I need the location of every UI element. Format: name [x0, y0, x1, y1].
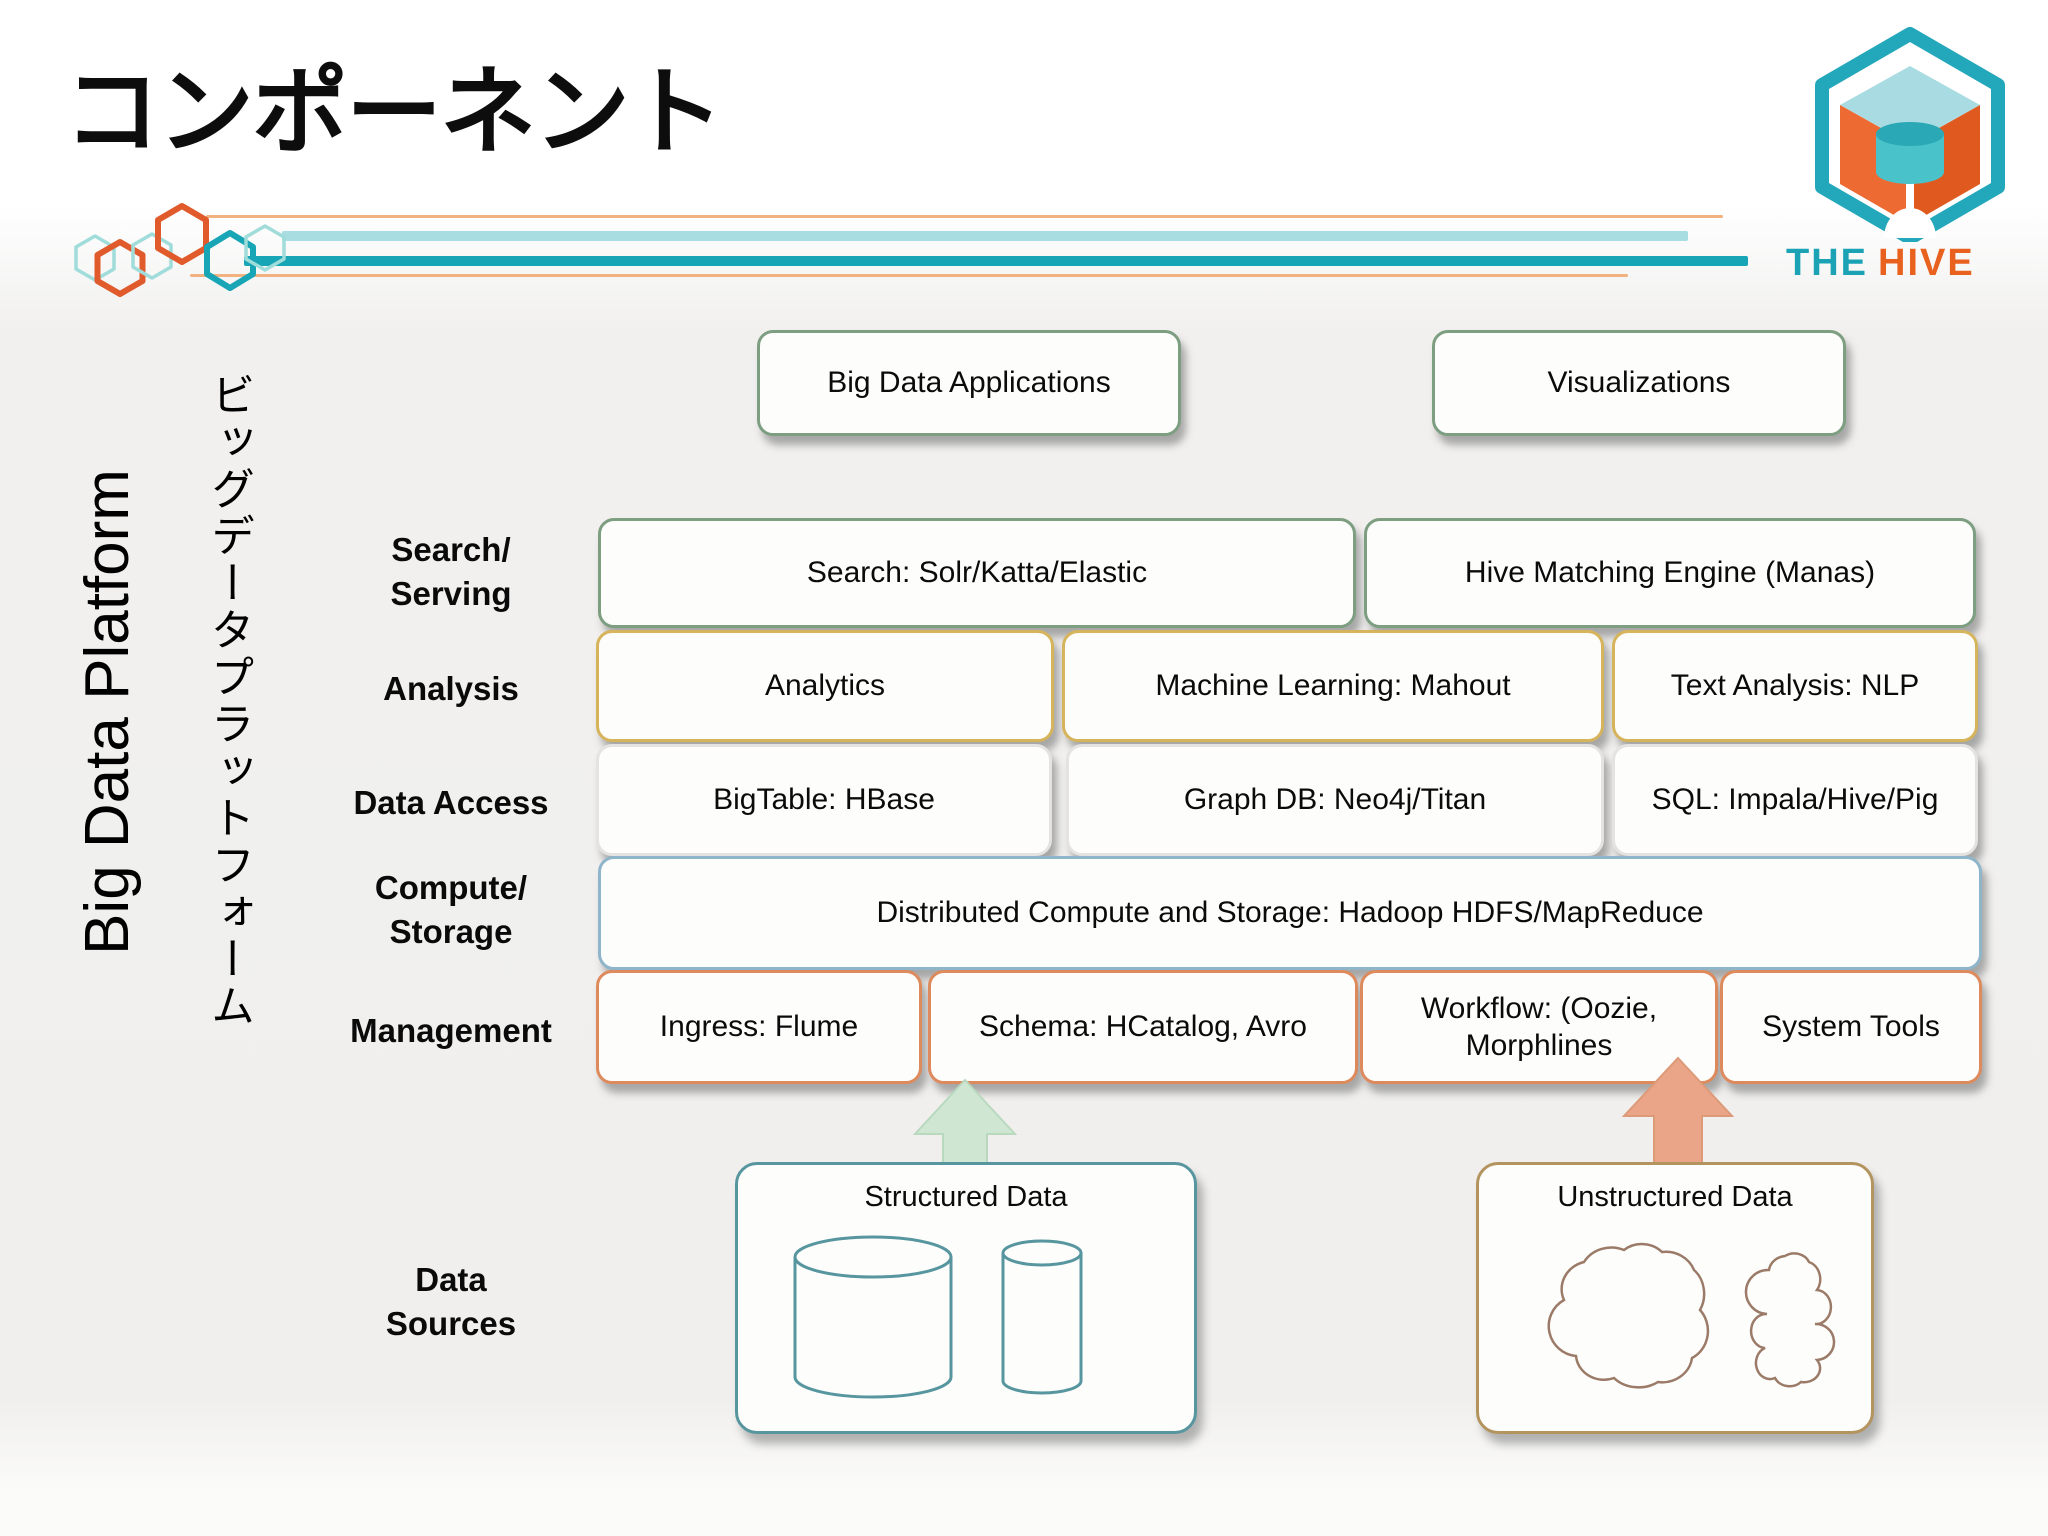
box-hive-matching-engine: Hive Matching Engine (Manas): [1364, 518, 1976, 628]
box-system-tools: System Tools: [1720, 970, 1982, 1084]
side-label-big-data-platform: Big Data Platform: [73, 469, 142, 955]
box-sql: SQL: Impala/Hive/Pig: [1612, 744, 1978, 856]
decor-line-orange-top: [206, 215, 1723, 218]
row-label-data-access: Data Access: [353, 784, 549, 821]
row-label-data-sources: Data Sources: [385, 1261, 517, 1342]
box-visualizations: Visualizations: [1432, 330, 1846, 436]
box-bigtable-hbase: BigTable: HBase: [596, 744, 1052, 856]
row-label-analysis: Analysis: [383, 670, 519, 707]
brand-hive: HIVE: [1878, 242, 1975, 284]
box-text-analysis: Text Analysis: NLP: [1612, 630, 1978, 742]
side-label-japanese: ビッグデータプラットフォーム: [204, 372, 253, 1030]
up-arrow-structured-icon: [912, 1078, 1018, 1173]
the-hive-logo-icon: [1815, 27, 2005, 242]
slide-title: コンポーネント: [64, 59, 724, 166]
box-search-solr: Search: Solr/Katta/Elastic: [598, 518, 1356, 628]
decor-line-lightteal: [282, 231, 1688, 241]
box-graph-db: Graph DB: Neo4j/Titan: [1066, 744, 1604, 856]
hexagon-decoration-icon: [74, 203, 286, 297]
box-big-data-applications: Big Data Applications: [757, 330, 1181, 436]
clouds-icon: [1547, 1242, 1836, 1389]
decor-line-teal: [244, 256, 1748, 266]
box-ingress-flume: Ingress: Flume: [596, 970, 922, 1084]
box-machine-learning: Machine Learning: Mahout: [1062, 630, 1604, 742]
box-workflow-oozie: Workflow: (Oozie, Morphlines: [1360, 970, 1718, 1084]
database-cylinders-icon: [793, 1235, 1083, 1399]
brand-the: THE: [1786, 242, 1868, 284]
unstructured-data-title: Unstructured Data: [1557, 1181, 1793, 1213]
row-label-search-serving: Search/ Serving: [390, 531, 512, 612]
box-analytics: Analytics: [596, 630, 1054, 742]
structured-data-box: Structured Data: [735, 1162, 1197, 1434]
row-label-compute-storage: Compute/ Storage: [374, 869, 528, 950]
unstructured-data-box: Unstructured Data: [1476, 1162, 1874, 1434]
box-schema-hcatalog: Schema: HCatalog, Avro: [928, 970, 1358, 1084]
structured-data-title: Structured Data: [864, 1181, 1068, 1213]
row-label-management: Management: [350, 1012, 552, 1049]
up-arrow-unstructured-icon: [1621, 1056, 1735, 1167]
decor-line-orange-bottom: [190, 274, 1628, 277]
box-distributed-compute: Distributed Compute and Storage: Hadoop …: [598, 856, 1982, 970]
